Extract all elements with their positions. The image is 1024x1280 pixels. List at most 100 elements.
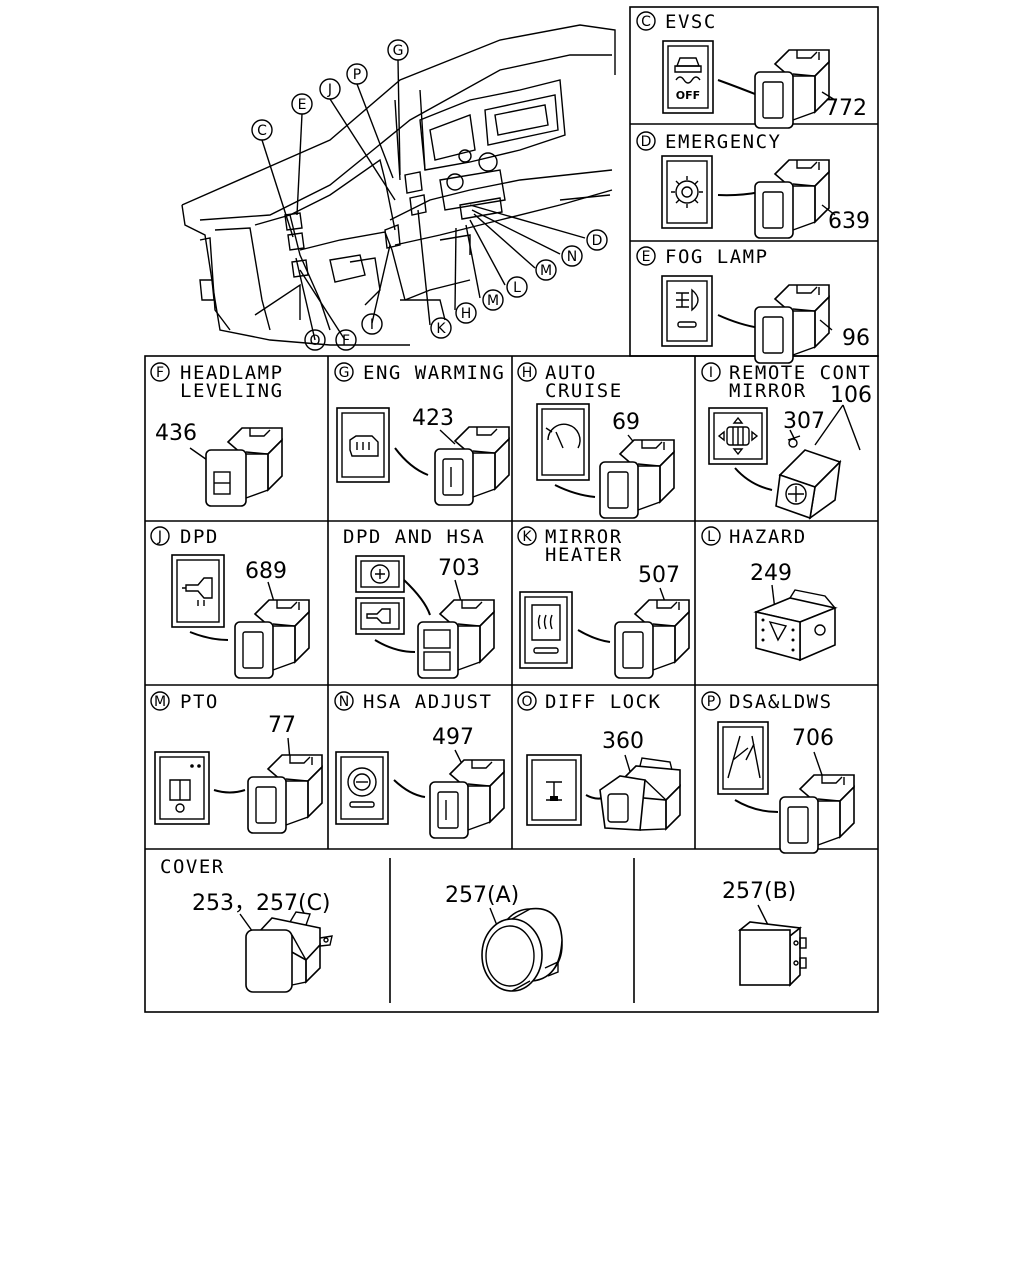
svg-text:257(B): 257(B) (722, 879, 796, 904)
svg-text:106: 106 (830, 383, 872, 408)
svg-text:N: N (339, 694, 349, 710)
callout-o: O (304, 329, 326, 351)
headlamp-leveling-switch (205, 427, 283, 507)
panel-l-hazard: L HAZARD 249 (701, 526, 838, 662)
panel-e-foglamp: E FOG LAMP 96 (636, 246, 870, 364)
callout-m2: M (482, 289, 504, 311)
svg-text:77: 77 (268, 713, 296, 738)
svg-text:OFF: OFF (676, 89, 700, 102)
mirror-heater-icon (519, 591, 573, 669)
svg-text:O: O (309, 333, 320, 349)
svg-text:I: I (709, 365, 713, 381)
svg-text:K: K (522, 529, 532, 545)
diff-lock-switch (599, 757, 681, 831)
panel-p-dsa-ldws: P DSA&LDWS 706 (701, 691, 855, 854)
dsa-ldws-icon (717, 721, 769, 795)
svg-text:703: 703 (438, 556, 480, 581)
mirror-heater-switch (614, 599, 690, 679)
engine-warming-icon (336, 407, 390, 483)
svg-text:L: L (513, 280, 521, 296)
svg-text:360: 360 (602, 729, 644, 754)
evsc-icon: OFF (662, 40, 714, 114)
fog-lamp-icon (661, 275, 713, 347)
pto-switch (247, 754, 323, 834)
svg-text:N: N (567, 249, 577, 265)
svg-text:HEADLAMP: HEADLAMP (180, 362, 284, 384)
svg-text:639: 639 (828, 209, 870, 234)
panel-i-remote-mirror: I REMOTE CONT MIRROR 106 307 (701, 362, 872, 520)
panel-dpd-hsa: DPD AND HSA 703 (343, 526, 495, 679)
dpd-switch (234, 599, 310, 679)
callout-l: L (506, 276, 528, 298)
panel-m-pto: M PTO 77 (150, 691, 323, 834)
svg-text:497: 497 (432, 725, 474, 750)
fog-lamp-switch (754, 284, 830, 364)
svg-text:MIRROR: MIRROR (545, 526, 623, 548)
evsc-switch (754, 49, 830, 129)
dpd-icon (171, 554, 225, 628)
svg-text:C: C (641, 14, 651, 30)
svg-text:689: 689 (245, 559, 287, 584)
cruise-icon (536, 403, 590, 481)
svg-text:CRUISE: CRUISE (545, 380, 623, 402)
cruise-switch (599, 439, 675, 519)
callout-h: H (455, 302, 477, 324)
svg-text:J: J (157, 529, 162, 545)
callout-d: D (586, 229, 608, 251)
panel-k-mirror-heater: K MIRROR HEATER 507 (517, 526, 690, 679)
panel-d-emergency: D EMERGENCY 639 (636, 131, 870, 239)
svg-text:EMERGENCY: EMERGENCY (665, 131, 781, 153)
cover-b (738, 921, 807, 987)
svg-text:COVER: COVER (160, 856, 225, 878)
hazard-switch (753, 589, 838, 662)
svg-text:I: I (370, 317, 374, 333)
svg-text:M: M (154, 694, 166, 710)
callout-p: P (346, 63, 368, 85)
svg-text:H: H (461, 306, 472, 322)
mirror-control-icon (708, 407, 768, 465)
svg-text:F: F (156, 365, 164, 381)
mirror-control-switch (734, 429, 842, 520)
dpd-hsa-switch (417, 599, 495, 679)
svg-text:G: G (339, 365, 350, 381)
svg-text:253，257(C): 253，257(C) (192, 891, 331, 916)
svg-text:M: M (540, 263, 552, 279)
svg-text:507: 507 (638, 563, 680, 588)
panel-grid (144, 6, 879, 1013)
panel-h-auto-cruise: H AUTO CRUISE 69 (517, 362, 675, 519)
svg-text:DPD AND HSA: DPD AND HSA (343, 526, 485, 548)
callout-n: N (561, 245, 583, 267)
panel-g-eng-warming: G ENG WARMING 423 (334, 362, 510, 506)
svg-text:D: D (641, 134, 652, 150)
svg-text:AUTO: AUTO (545, 362, 597, 384)
callout-m: M (535, 259, 557, 281)
panel-o-diff-lock: O DIFF LOCK 360 (517, 691, 681, 831)
svg-text:E: E (642, 249, 651, 265)
svg-text:HEATER: HEATER (545, 544, 623, 566)
panel-n-hsa-adjust: N HSA ADJUST 497 (334, 691, 505, 839)
svg-text:G: G (393, 43, 404, 59)
diff-lock-icon (526, 754, 582, 826)
dashboard-overview: G P J E C D N M L M H K I F O (181, 24, 616, 351)
svg-text:L: L (707, 529, 715, 545)
svg-text:ENG WARMING: ENG WARMING (363, 362, 505, 384)
svg-text:257(A): 257(A) (445, 883, 519, 908)
svg-text:K: K (436, 321, 446, 337)
svg-text:DIFF LOCK: DIFF LOCK (545, 691, 661, 713)
svg-text:P: P (353, 67, 361, 83)
panel-c-evsc: C EVSC OFF 772 (636, 11, 867, 129)
svg-text:772: 772 (825, 96, 867, 121)
cover-a (481, 907, 563, 992)
svg-text:EVSC: EVSC (665, 11, 717, 33)
svg-text:REMOTE CONT: REMOTE CONT (729, 362, 871, 384)
svg-text:M: M (487, 293, 499, 309)
svg-text:HAZARD: HAZARD (729, 526, 807, 548)
panel-f-headlamp-leveling: F HEADLAMP LEVELING 436 (150, 362, 284, 507)
svg-text:MIRROR: MIRROR (729, 380, 807, 402)
emergency-icon (661, 155, 713, 229)
pto-icon (154, 751, 210, 825)
svg-text:J: J (327, 82, 332, 98)
svg-text:DPD: DPD (180, 526, 219, 548)
svg-text:DSA&LDWS: DSA&LDWS (729, 691, 833, 713)
